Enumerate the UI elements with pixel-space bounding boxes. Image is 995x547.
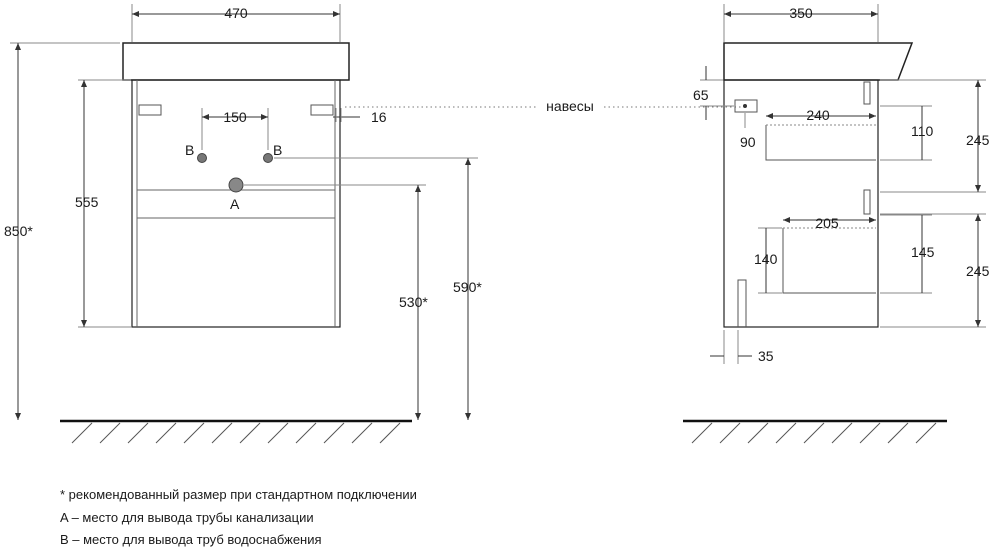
- dim-front-total-height: 850*: [4, 223, 33, 239]
- water-outlet-left: [197, 153, 207, 163]
- label-drain: A: [230, 196, 240, 212]
- label-water-right: B: [273, 142, 282, 158]
- dim-hanger-offset: 16: [371, 109, 387, 125]
- dim-drain-height: 530*: [399, 294, 428, 310]
- dim-top-shelf-height: 110: [911, 123, 934, 139]
- dim-foot-offset: 35: [758, 348, 774, 364]
- dim-hanger-height: 65: [693, 87, 709, 103]
- front-view: [10, 4, 478, 444]
- dim-water-height: 590*: [453, 279, 482, 295]
- drain-outlet: [228, 177, 244, 193]
- dim-front-width: 470: [224, 5, 248, 21]
- side-basin: [723, 42, 914, 81]
- front-basin: [122, 42, 350, 81]
- note-recommended: * рекомендованный размер при стандартном…: [60, 487, 417, 502]
- front-hanger-right: [310, 104, 334, 116]
- side-view: [683, 4, 986, 444]
- front-cabinet: [131, 79, 341, 328]
- front-hanger-left: [138, 104, 162, 116]
- dim-bottom-section-height: 245: [966, 263, 990, 279]
- dim-hanger-depth: 90: [740, 134, 756, 150]
- dim-bottom-shelf-height-right: 145: [911, 244, 935, 260]
- side-cabinet: [723, 79, 879, 328]
- dim-pipe-spacing: 150: [223, 109, 247, 125]
- dim-top-section-height: 245: [966, 132, 990, 148]
- side-floor-hatch: [691, 422, 937, 444]
- side-hanger: [734, 99, 758, 113]
- dim-side-depth: 350: [789, 5, 813, 21]
- dim-bottom-shelf-depth: 205: [815, 215, 839, 231]
- note-water: B – место для вывода труб водоснабжения: [60, 532, 322, 547]
- dim-front-body-height: 555: [75, 194, 99, 210]
- side-top-drawer: [765, 125, 876, 161]
- hangers-label: навесы: [546, 98, 594, 114]
- water-outlet-right: [263, 153, 273, 163]
- side-foot: [737, 279, 747, 327]
- front-floor-hatch: [71, 422, 401, 444]
- side-bottom-drawer: [782, 228, 876, 294]
- label-water-left: B: [185, 142, 194, 158]
- dim-bottom-shelf-height-left: 140: [754, 251, 778, 267]
- dim-top-shelf-depth: 240: [806, 107, 830, 123]
- note-drain: A – место для вывода трубы канализации: [60, 510, 314, 525]
